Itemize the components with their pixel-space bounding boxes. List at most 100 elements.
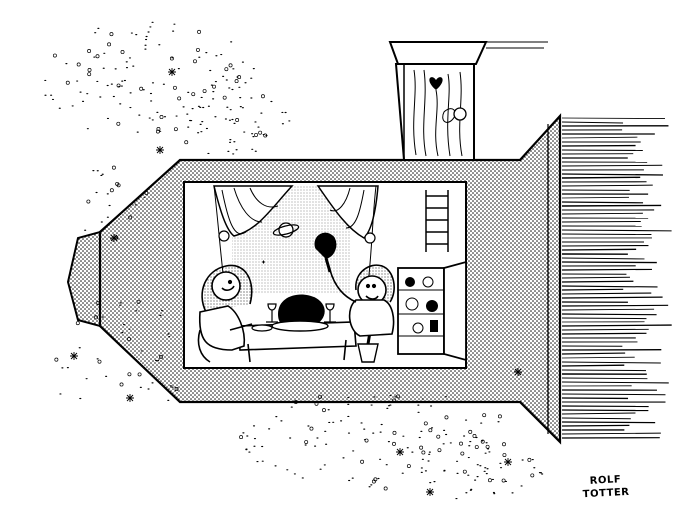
speckle — [467, 474, 470, 476]
speckle — [93, 56, 96, 58]
speckle — [468, 445, 471, 447]
speckle — [270, 100, 273, 103]
speckle — [96, 80, 99, 83]
speckle — [193, 59, 197, 64]
speckle — [250, 97, 253, 99]
speckle — [460, 451, 465, 456]
speckle — [225, 79, 228, 81]
speckle — [468, 429, 473, 434]
exhaust-line — [561, 421, 656, 424]
exhaust-line — [561, 196, 629, 199]
speckle — [197, 105, 201, 107]
saturn-icon — [272, 222, 300, 238]
speckle — [151, 82, 155, 84]
speckle — [125, 61, 128, 63]
speckle — [387, 441, 391, 443]
speckle — [169, 56, 174, 61]
speckle — [156, 111, 159, 113]
speckle — [187, 91, 190, 93]
speckle — [238, 86, 241, 88]
speckle — [106, 117, 110, 120]
speckle — [158, 44, 161, 46]
speckle — [521, 459, 524, 461]
exhaust-line — [561, 173, 663, 176]
speckle — [342, 457, 345, 459]
speckle — [465, 492, 468, 494]
speckle — [421, 458, 424, 460]
speckle — [316, 437, 319, 439]
speckle — [105, 375, 108, 378]
speckle — [103, 52, 106, 54]
speckle — [106, 193, 109, 195]
speckle — [501, 478, 506, 483]
speckle — [309, 426, 314, 431]
heart-icon — [429, 77, 443, 90]
cabin-interior — [183, 181, 467, 369]
speckle — [231, 88, 234, 91]
speckle — [200, 96, 203, 99]
speckle — [470, 488, 473, 490]
speckle — [76, 62, 81, 67]
speckle — [100, 174, 103, 177]
speckle — [232, 153, 235, 155]
speckle — [487, 478, 492, 483]
speckle — [205, 127, 209, 130]
speckle — [499, 467, 503, 469]
speckle — [87, 68, 92, 72]
speckle — [184, 140, 189, 145]
speckle — [197, 132, 200, 134]
speckle — [71, 105, 74, 107]
star-icon — [504, 458, 512, 466]
exhaust-line — [561, 412, 636, 415]
speckle — [135, 33, 138, 36]
exhaust-line — [561, 417, 631, 420]
exhaust-line — [561, 369, 647, 372]
speckle — [380, 423, 383, 426]
speckle — [233, 122, 236, 124]
speckle — [531, 458, 534, 461]
speckle — [100, 221, 103, 223]
speckle — [61, 367, 64, 369]
speckle — [65, 80, 70, 85]
speckle — [511, 492, 514, 494]
speckle — [149, 26, 152, 28]
speckle — [484, 452, 487, 454]
speckle — [352, 450, 355, 452]
speckle — [123, 79, 127, 82]
speckle — [114, 68, 117, 70]
speckle — [215, 55, 218, 57]
speckle — [201, 121, 204, 123]
speckle — [444, 415, 449, 420]
speckle — [406, 464, 411, 468]
astronaut-seated-left — [197, 264, 253, 363]
speckle — [261, 460, 264, 462]
speckle — [417, 411, 420, 413]
rocket-exhaust-trail — [561, 117, 672, 439]
speckle — [304, 444, 307, 446]
speckle — [226, 106, 229, 108]
speckle — [418, 436, 421, 439]
speckle — [127, 372, 132, 377]
speckle — [54, 357, 59, 362]
speckle — [252, 67, 255, 70]
speckle — [151, 119, 154, 121]
speckle — [229, 139, 232, 141]
speckle — [228, 63, 233, 68]
speckle — [254, 121, 257, 123]
exhaust-line — [561, 317, 647, 320]
speckle — [244, 82, 247, 84]
speckle — [472, 434, 477, 438]
speckle — [144, 38, 148, 41]
speckle — [360, 422, 363, 424]
speckle — [228, 119, 232, 121]
speckle — [220, 53, 223, 56]
exhaust-line — [561, 352, 626, 355]
speckle — [319, 468, 322, 470]
star-icon — [426, 488, 434, 496]
speckle — [284, 111, 287, 114]
speckle — [411, 451, 414, 453]
speckle — [323, 464, 326, 466]
signature-line-2: TOTTER — [582, 486, 630, 501]
speckle — [110, 83, 113, 85]
speckle — [106, 216, 109, 218]
